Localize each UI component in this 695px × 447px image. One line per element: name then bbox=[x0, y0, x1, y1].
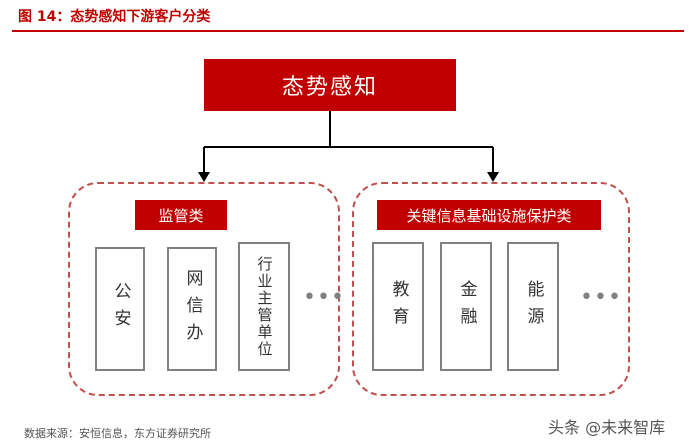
root-node: 态势感知 bbox=[204, 59, 456, 111]
leaf-public-security: 公安 bbox=[95, 247, 145, 371]
arrow-head-left bbox=[198, 172, 210, 182]
leaf-energy: 能源 bbox=[507, 242, 559, 371]
leaf-finance: 金融 bbox=[440, 242, 492, 371]
more-ellipsis-left: ••• bbox=[303, 285, 345, 310]
group-critical-infrastructure bbox=[352, 182, 630, 396]
figure-title: 图 14：态势感知下游客户分类 bbox=[18, 9, 211, 25]
data-source: 数据来源：安恒信息，东方证券研究所 bbox=[24, 427, 211, 440]
arrow-head-right bbox=[487, 172, 499, 182]
group-label-critical-infrastructure: 关键信息基础设施保护类 bbox=[377, 200, 601, 230]
title-rule bbox=[12, 30, 684, 32]
more-ellipsis-right: ••• bbox=[580, 285, 622, 310]
leaf-industry-authority: 行业主管单位 bbox=[238, 242, 290, 371]
group-label-regulatory: 监管类 bbox=[135, 200, 227, 230]
leaf-cyberspace-office: 网信办 bbox=[167, 247, 217, 371]
leaf-education: 教育 bbox=[372, 242, 424, 371]
watermark: 头条 @未来智库 bbox=[548, 418, 666, 437]
group-regulatory bbox=[68, 182, 340, 396]
